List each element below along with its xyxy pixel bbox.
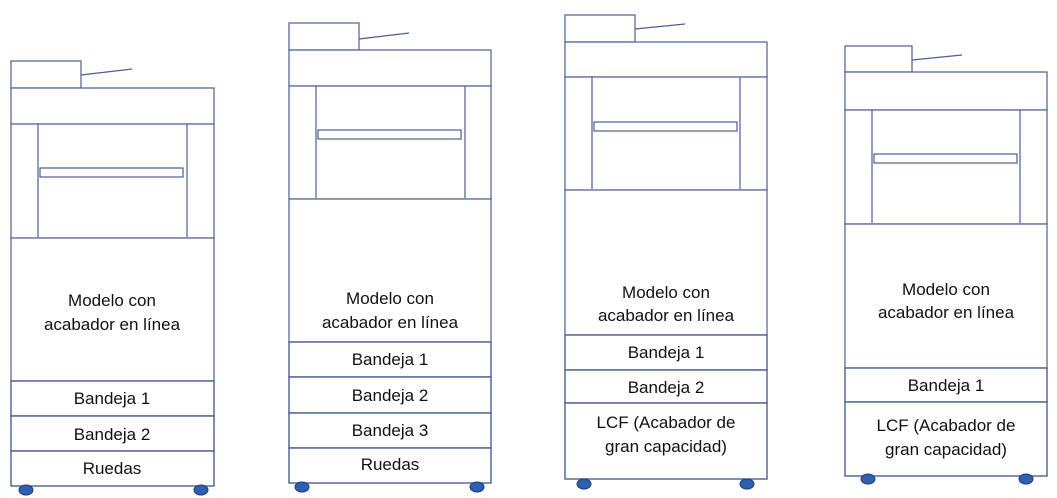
main-label-line2: acabador en línea (878, 303, 1015, 322)
output-slot (593, 121, 738, 132)
drawer-tray-1 (844, 367, 1048, 403)
main-body (10, 237, 215, 382)
main-label-line2: acabador en línea (598, 306, 735, 325)
large-capacity-feeder (564, 402, 768, 480)
right-wheel (469, 481, 485, 493)
left-wheel (294, 481, 310, 493)
drawer-label-casters: Ruedas (83, 459, 142, 478)
drawer-tray-1 (10, 380, 215, 417)
drawer-label-tray-2: Bandeja 2 (628, 378, 705, 397)
drawer-label-tray-1: Bandeja 1 (908, 376, 985, 395)
drawer-label-tray-1: Bandeja 1 (352, 350, 429, 369)
drawer-casters (10, 450, 215, 487)
drawer-tray-2 (288, 376, 492, 414)
output-slot (317, 129, 462, 140)
drawer-tray-1 (564, 334, 768, 371)
left-wheel (576, 478, 592, 490)
output-section (10, 123, 215, 239)
output-tray-tab (634, 23, 686, 30)
drawer-tray-1 (288, 341, 492, 378)
drawer-tray-2 (10, 415, 215, 452)
main-label-line1: Modelo con (622, 283, 710, 302)
main-label-line1: Modelo con (346, 289, 434, 308)
copier-model-1: Modelo con acabador en línea Bandeja 1 B… (10, 60, 215, 496)
drawer-casters (288, 447, 492, 484)
document-feeder (844, 45, 913, 73)
right-wheel (193, 484, 209, 496)
document-feeder (564, 14, 636, 43)
scanner-unit (288, 49, 492, 87)
drawer-label-casters: Ruedas (361, 455, 420, 474)
drawer-label-tray-1: Bandeja 1 (628, 343, 705, 362)
main-body (288, 198, 492, 343)
drawer-label-tray-1: Bandeja 1 (74, 389, 151, 408)
document-feeder (288, 22, 360, 51)
output-section (564, 76, 768, 191)
copier-model-4: Modelo con acabador en línea Bandeja 1 L… (844, 45, 1048, 485)
lcf-label-line2: gran capacidad) (885, 440, 1007, 459)
output-section (288, 85, 492, 200)
output-slot (873, 153, 1018, 164)
lcf-label-line1: LCF (Acabador de (877, 416, 1016, 435)
main-body (844, 223, 1048, 369)
output-tray-tab (358, 32, 410, 40)
main-label-line2: acabador en línea (322, 313, 459, 332)
right-wheel (1018, 473, 1034, 485)
output-slot (39, 167, 184, 178)
copier-model-2: Modelo con acabador en línea Bandeja 1 B… (288, 22, 492, 493)
output-tray-tab (911, 54, 963, 61)
drawer-label-tray-3: Bandeja 3 (352, 421, 429, 440)
document-feeder (10, 60, 82, 89)
drawer-label-tray-2: Bandeja 2 (74, 425, 151, 444)
copier-model-3: Modelo con acabador en línea Bandeja 1 B… (564, 14, 768, 490)
scanner-unit (10, 87, 215, 125)
main-label-line1: Modelo con (902, 280, 990, 299)
left-wheel (860, 473, 876, 485)
large-capacity-feeder (844, 401, 1048, 477)
scanner-unit (564, 41, 768, 78)
output-tray-tab (80, 68, 133, 76)
lcf-label-line1: LCF (Acabador de (597, 413, 736, 432)
main-label-line2: acabador en línea (44, 315, 181, 334)
main-label-line1: Modelo con (68, 291, 156, 310)
main-body (564, 189, 768, 336)
drawer-label-tray-2: Bandeja 2 (352, 386, 429, 405)
lcf-label-line2: gran capacidad) (605, 437, 727, 456)
scanner-unit (844, 71, 1048, 111)
left-wheel (18, 484, 34, 496)
output-section (844, 109, 1048, 225)
right-wheel (739, 478, 755, 490)
drawer-tray-2 (564, 369, 768, 404)
drawer-tray-3 (288, 412, 492, 449)
